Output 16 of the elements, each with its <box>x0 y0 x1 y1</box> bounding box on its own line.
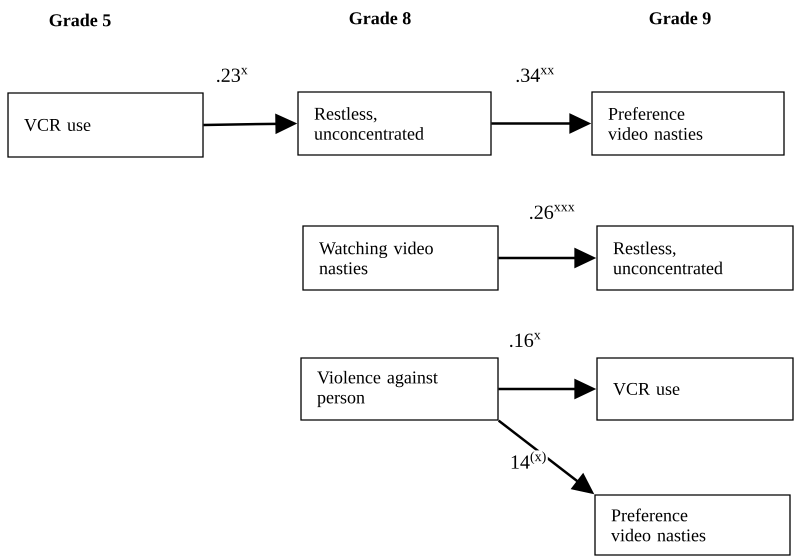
edge-label: .26$^{xxx}$ <box>528 204 576 220</box>
column-heading: Grade 5 <box>50 14 111 26</box>
variable-box: VCR use <box>7 92 204 158</box>
variable-box: Preference video nasties <box>594 494 791 556</box>
edge-label: .23$^{x}$ <box>214 66 250 84</box>
column-heading: Grade 8 <box>350 12 411 24</box>
variable-box: VCR use <box>596 357 794 421</box>
variable-box: Watching video nasties <box>302 225 499 291</box>
variable-box: Restless, unconcentrated <box>297 91 492 156</box>
column-heading: Grade 9 <box>650 12 711 24</box>
variable-box: Violence against person <box>300 357 499 421</box>
variable-box: Preference video nasties <box>591 91 785 156</box>
edge-label: .34$^{xx}$ <box>514 66 556 84</box>
variable-box: Restless, unconcentrated <box>596 225 794 291</box>
edge-label: 14$^{(x)}$ <box>508 450 548 470</box>
edge-label: .16$^{x}$ <box>508 332 542 348</box>
